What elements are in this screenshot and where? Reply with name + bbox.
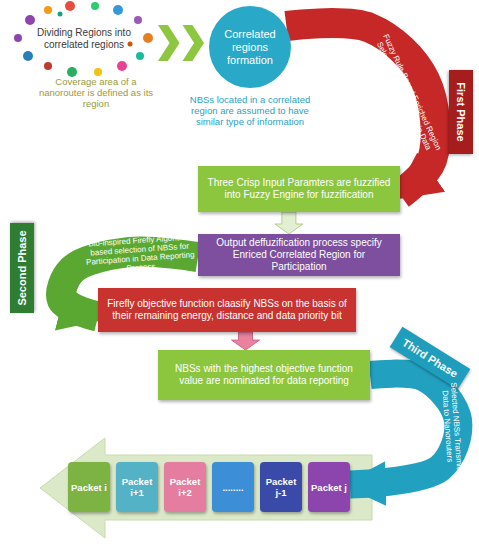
block-arrow (232, 332, 260, 350)
node-label: Packet i (69, 482, 109, 493)
node-caption: NBSs located in a correlated region are … (183, 94, 317, 127)
node-label: Correlated regions formation (208, 28, 292, 67)
dot-cluster (14, 1, 153, 77)
dot (44, 62, 52, 70)
dot (143, 33, 153, 43)
node-label: Output deffuzification process specify E… (198, 237, 400, 273)
process-circle: Correlated regions formationNBSs located… (208, 5, 292, 89)
dot (23, 51, 33, 61)
packet-box: Packet i+1 (116, 462, 158, 512)
node-label: NBSs with the highest objective function… (158, 363, 370, 387)
node-label: Second Phase (16, 230, 28, 305)
node-label: Dividing Regions into correlated regions (14, 27, 154, 51)
dot (134, 16, 142, 24)
node-label: Three Crisp Input Paramters are fuzzifie… (198, 177, 400, 201)
node-label: Packet i+2 (164, 476, 206, 498)
node-label: ........ (220, 482, 245, 493)
process-box: Output deffuzification process specify E… (198, 234, 400, 276)
packet-box: Packet j (308, 462, 350, 512)
circle-shape (209, 6, 291, 88)
dot (113, 5, 123, 15)
block-arrow (275, 212, 303, 234)
dot (58, 12, 63, 17)
dot (128, 42, 133, 47)
phase-tab: Second Phase (10, 223, 34, 313)
dot (65, 1, 75, 11)
dot (94, 68, 102, 76)
dot (25, 15, 35, 25)
process-box: Three Crisp Input Paramters are fuzzifie… (198, 166, 400, 212)
packet-box: ........ (212, 462, 254, 512)
process-box: NBSs with the highest objective function… (158, 350, 370, 400)
region-cluster: Dividing Regions into correlated regions… (14, 4, 154, 74)
dot (91, 2, 99, 10)
packet-box: Packet i+2 (164, 462, 206, 512)
dot (14, 34, 22, 42)
packet-box: Packet i (68, 462, 110, 512)
packet-stream-arrow (40, 438, 372, 538)
node-label: Packet j-1 (260, 476, 302, 498)
process-box: Firefly objective function claasify NBSs… (98, 288, 356, 332)
phase-tab: First Phase (449, 70, 473, 154)
dot (44, 6, 52, 14)
node-label: Firefly objective function claasify NBSs… (98, 298, 356, 322)
chevron-arrow (158, 25, 204, 61)
node-label: Packet j (309, 482, 349, 493)
packet-box: Packet j-1 (260, 462, 302, 512)
node-label: Packet i+1 (116, 476, 158, 498)
dot (117, 61, 127, 71)
node-label: First Phase (455, 82, 467, 141)
dot (67, 67, 77, 77)
dot (136, 52, 144, 60)
node-caption: Coverage area of a nanorouter is defined… (36, 76, 156, 109)
